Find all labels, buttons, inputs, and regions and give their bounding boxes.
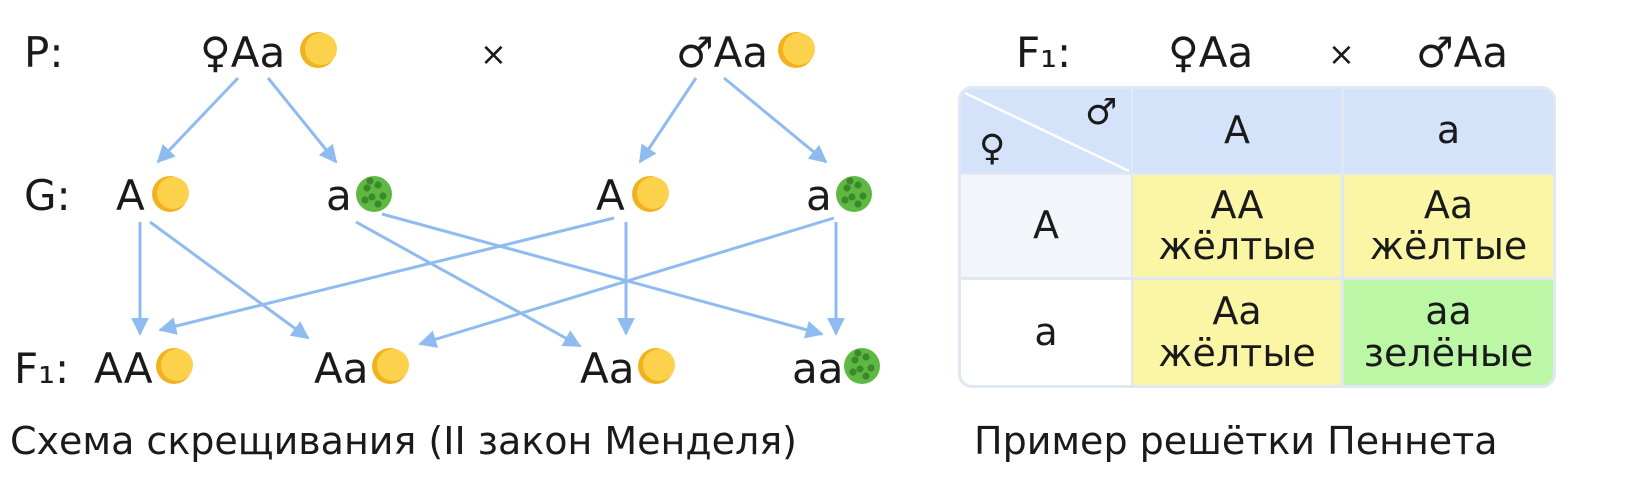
cell-phenotype: жёлтые: [1158, 224, 1316, 268]
gamete-female-a: a: [326, 171, 352, 220]
cell-phenotype: жёлтые: [1369, 224, 1528, 268]
column-header-a: a: [1344, 89, 1553, 173]
female-parent-genotype: Aa: [230, 28, 286, 77]
cell-genotype: Aa: [1423, 182, 1474, 227]
arrow-A2-to-AA: [158, 216, 615, 335]
offspring-Aa-2: Aa: [580, 344, 635, 393]
cross-sign: ×: [480, 35, 507, 73]
male-parent: ♂Aa: [676, 32, 768, 74]
arrow-a2-to-Aa1: [418, 216, 835, 348]
cell-genotype: Aa: [1212, 289, 1262, 334]
row-header-A: A: [961, 175, 1131, 277]
arrow-male-to-a: [723, 76, 828, 164]
offspring-aa: aa: [792, 344, 844, 393]
cell-phenotype: жёлтые: [1158, 330, 1316, 375]
pea-yellow-icon: [156, 348, 193, 384]
arrow-a1-to-Aa2: [355, 220, 582, 348]
arrow-female-to-A: [156, 76, 240, 164]
pea-yellow-icon: [778, 32, 815, 68]
pea-green-icon: [844, 348, 880, 384]
male-symbol: ♂: [676, 28, 714, 77]
arrow-A1-to-Aa1: [149, 220, 310, 340]
punnett-corner-cell: ♀ ♂: [961, 89, 1131, 173]
cell-genotype: aa: [1425, 289, 1472, 334]
pea-green-icon: [356, 176, 392, 212]
offspring-AA: AA: [94, 344, 153, 393]
cell-phenotype: зелёные: [1363, 330, 1534, 375]
column-header-A: A: [1133, 89, 1341, 173]
female-parent: ♀Aa: [200, 32, 285, 74]
row-header-a: a: [961, 280, 1131, 385]
arrow-female-to-a: [266, 77, 338, 164]
female-symbol: ♀: [200, 28, 231, 77]
punnett-female-parent: ♀Aa: [1168, 28, 1254, 77]
offspring-Aa-1: Aa: [314, 344, 369, 393]
punnett-caption: Пример решётки Пеннета: [974, 419, 1498, 463]
punnett-f1-label: F₁:: [1016, 28, 1072, 77]
male-parent-genotype: Aa: [713, 28, 769, 77]
pea-green-icon: [836, 176, 872, 212]
arrow-male-to-A: [638, 77, 698, 164]
gamete-male-A: A: [596, 171, 625, 220]
pea-yellow-icon: [632, 176, 669, 212]
pea-yellow-icon: [300, 32, 337, 68]
arrow-a1-to-aa: [381, 212, 824, 339]
corner-female-symbol: ♀: [979, 128, 1006, 169]
corner-male-symbol: ♂: [1085, 92, 1118, 133]
cell-genotype: AA: [1210, 182, 1264, 227]
parents-row-label: P:: [24, 28, 64, 77]
offspring-row-label: F₁:: [14, 344, 70, 393]
pea-yellow-icon: [372, 348, 409, 384]
pea-yellow-icon: [638, 348, 675, 384]
gamete-male-a: a: [806, 171, 832, 220]
corner-diagonal: [964, 91, 1130, 173]
gamete-female-A: A: [116, 171, 145, 220]
scheme-caption: Схема скрещивания (II закон Менделя): [10, 419, 797, 463]
pea-yellow-icon: [152, 176, 189, 212]
gametes-row-label: G:: [24, 171, 71, 220]
punnett-cross-sign: ×: [1328, 35, 1355, 73]
punnett-male-parent: ♂Aa: [1416, 28, 1509, 77]
